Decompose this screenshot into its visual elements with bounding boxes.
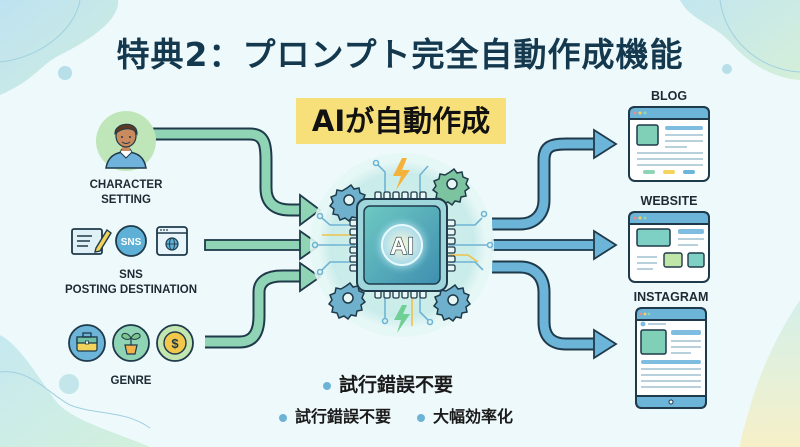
- benefit-text: 試行錯誤不要: [295, 407, 392, 426]
- label-line: POSTING DESTINATION: [64, 284, 198, 296]
- input-arrow-genre: [205, 261, 322, 349]
- label-line: GENRE: [110, 375, 152, 387]
- lightning-bolt-icon: [394, 305, 410, 333]
- input-arrow-sns: [204, 229, 322, 261]
- svg-text:SNS: SNS: [121, 237, 142, 248]
- blob-top-left: [0, 0, 119, 95]
- label-line: CHARACTER: [89, 179, 163, 191]
- blog-page-icon: [628, 106, 710, 182]
- bullet-dot: [279, 413, 287, 422]
- ai-chip-text: AI: [390, 233, 414, 260]
- website-page-icon: [628, 211, 710, 283]
- label-line: SNS: [119, 269, 143, 281]
- input-label-genre: GENRE: [81, 374, 181, 389]
- input-arrow-character: [140, 127, 322, 227]
- benefit-secondary-1: 試行錯誤不要: [279, 403, 391, 427]
- person-avatar-icon: [96, 111, 156, 171]
- benefit-text: 試行錯誤不要: [339, 374, 454, 396]
- dollar-coin-icon: $: [156, 324, 194, 362]
- ai-hub: AI: [310, 153, 494, 337]
- plant-icon: [112, 324, 150, 362]
- input-label-character: CHARACTER SETTING: [76, 178, 176, 208]
- ai-auto-create-label: AIが自動作成: [296, 98, 506, 144]
- output-label-website: WEBSITE: [640, 194, 698, 208]
- label-line: SETTING: [101, 194, 151, 206]
- blob-bottom-left: [0, 335, 150, 447]
- output-arrow-instagram: [492, 260, 618, 360]
- benefit-primary: 試行錯誤不要: [323, 370, 453, 397]
- blob-bottom-right: [740, 300, 800, 447]
- output-arrow-blog: [492, 128, 618, 231]
- output-label-blog: BLOG: [650, 89, 688, 103]
- output-arrow-website: [491, 229, 618, 261]
- gear-icon: [327, 281, 367, 321]
- output-label-instagram: INSTAGRAM: [633, 290, 709, 304]
- page-title: 特典2：プロンプト完全自動作成機能: [116, 35, 684, 74]
- blob-top-right: [680, 0, 800, 80]
- bullet-dot: [323, 381, 331, 390]
- tablet-feed-icon: [635, 307, 707, 409]
- document-pencil-icon: [71, 228, 112, 255]
- sns-icon: SNS: [115, 225, 147, 257]
- gear-icon: [432, 283, 472, 323]
- lightning-bolt-icon: [393, 158, 410, 190]
- browser-globe-icon: [156, 226, 188, 256]
- svg-text:$: $: [171, 336, 179, 351]
- benefit-text: 大幅効率化: [433, 407, 514, 426]
- input-label-sns: SNS POSTING DESTINATION: [56, 268, 206, 298]
- bullet-dot: [417, 413, 425, 422]
- benefit-secondary-2: 大幅効率化: [417, 403, 513, 427]
- briefcase-icon: [68, 324, 106, 362]
- gear-icon: [431, 167, 471, 207]
